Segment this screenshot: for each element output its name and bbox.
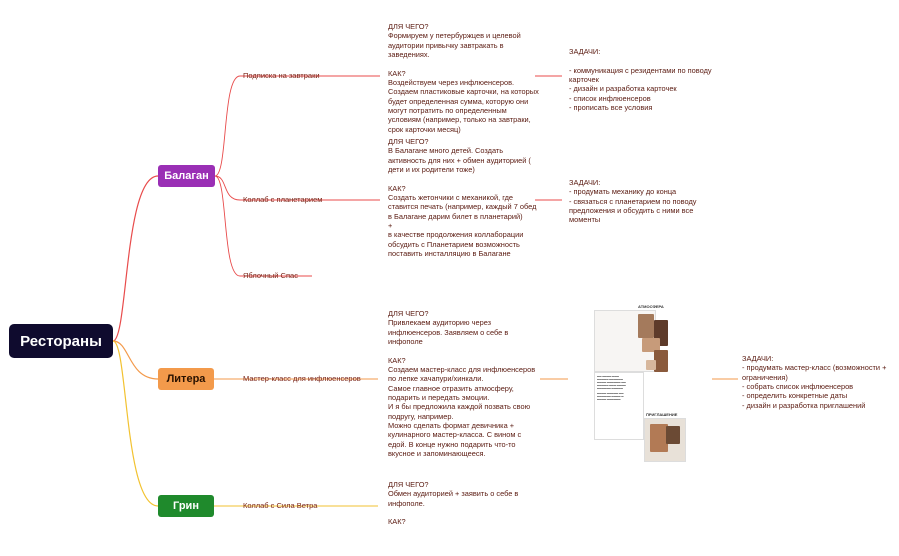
topic-breakfast-subscription[interactable]: Подписка на завтраки [243,71,320,80]
tasks-breakfast[interactable]: ЗАДАЧИ: - коммуникация с резидентами по … [569,47,712,113]
branch-node-litera[interactable]: Литера [158,368,214,390]
note-planetarium[interactable]: ДЛЯ ЧЕГО? В Балагане много детей. Создат… [388,137,537,259]
note-masterclass[interactable]: ДЛЯ ЧЕГО? Привлекаем аудиторию через инф… [388,309,536,459]
moodboard-photo [654,350,668,372]
moodboard-photo [646,360,656,370]
tasks-masterclass[interactable]: ЗАДАЧИ: - продумать мастер-класс (возмож… [742,354,887,410]
root-label: Рестораны [20,332,102,350]
note-sila-vetra[interactable]: ДЛЯ ЧЕГО? Обмен аудиторией + заявить о с… [388,480,519,527]
moodboard-text-lines: ▬▬ ▬▬▬▬ ▬▬▬ ▬▬▬▬▬ ▬▬▬▬▬▬ ▬▬▬▬ ▬▬▬▬▬▬ ▬▬ … [597,376,626,402]
moodboard-title-atmosphere: АТМОСФЕРА [638,304,664,309]
branch-label: Литера [166,373,206,385]
topic-apple-spas[interactable]: Яблочный Спас [243,271,298,280]
moodboard-image[interactable]: АТМОСФЕРА ▬▬ ▬▬▬▬ ▬▬▬ ▬▬▬▬▬ ▬▬▬▬▬▬ ▬▬▬▬ … [590,300,690,468]
branch-label: Грин [173,500,199,512]
branch-node-grin[interactable]: Грин [158,495,214,517]
root-node[interactable]: Рестораны [9,324,113,358]
link-balagan-planetarium [214,175,340,201]
moodboard-photo [642,338,660,352]
tasks-planetarium[interactable]: ЗАДАЧИ: - продумать механику до конца - … [569,178,697,225]
topic-sila-vetra-collab[interactable]: Коллаб с Сила Ветра [243,501,318,510]
moodboard-title-invitation: ПРИГЛАШЕНИЕ [646,412,678,417]
moodboard-photo [666,426,680,444]
link-root-grin [112,340,159,507]
link-root-balagan [112,175,159,342]
link-balagan-spas [214,175,312,277]
topic-influencer-masterclass[interactable]: Мастер-класс для инфлюенсеров [243,374,361,383]
moodboard-text-card [594,372,644,440]
moodboard-photo [650,424,668,452]
branch-label: Балаган [164,170,209,182]
topic-planetarium-collab[interactable]: Коллаб с планетарием [243,195,323,204]
branch-node-balagan[interactable]: Балаган [158,165,215,187]
moodboard-photo [638,314,654,338]
note-breakfast[interactable]: ДЛЯ ЧЕГО? Формируем у петербуржцев и цел… [388,22,539,134]
link-balagan-breakfast [214,75,338,177]
link-root-litera [112,340,159,380]
